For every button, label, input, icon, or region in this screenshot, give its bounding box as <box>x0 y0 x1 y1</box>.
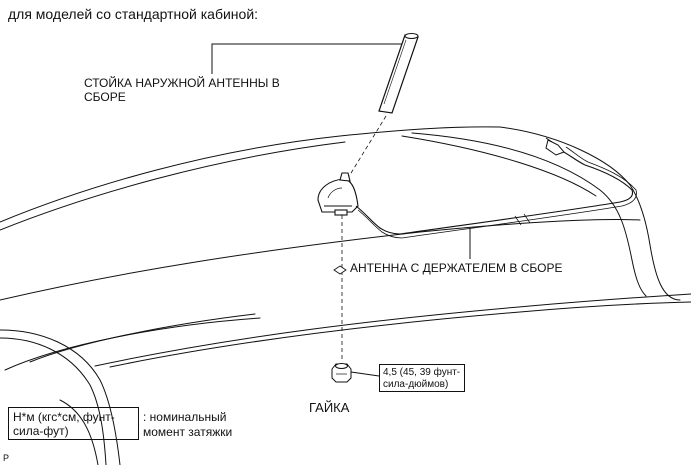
nut-part <box>331 363 352 383</box>
pillar-front <box>0 329 121 465</box>
roof-crease <box>109 301 691 368</box>
torque-spec-line1: 4,5 (45, 39 фунт- <box>383 367 461 378</box>
roof-rear-edge <box>0 219 641 301</box>
legend-desc-line1: : номинальный <box>143 410 227 424</box>
cable-connector <box>545 137 565 156</box>
legend-unit-line2: сила-фут) <box>13 424 69 438</box>
pillar-front-inner <box>0 337 107 465</box>
roof-side-edge <box>499 126 681 301</box>
legend-description: : номинальный момент затяжки <box>143 410 232 440</box>
door-line-2 <box>29 313 256 363</box>
roof-front-edge-inner <box>0 141 346 231</box>
legend-unit-line1: Н*м (кгс*см, фунт- <box>13 410 115 424</box>
antenna-mast <box>378 33 419 114</box>
rear-window-edge <box>401 135 597 197</box>
roof-crease-2 <box>94 293 691 367</box>
pillar-rear <box>59 399 99 465</box>
page-heading: для моделей со стандартной кабиной: <box>8 6 259 22</box>
roof-side-edge-inner <box>411 132 647 297</box>
torque-leader-line <box>350 371 380 377</box>
corner-mark: P <box>3 453 10 463</box>
legend-desc-line2: момент затяжки <box>143 425 233 439</box>
nut-label: ГАЙКА <box>309 400 350 415</box>
mast-leader-line <box>211 43 402 74</box>
torque-spec-box: 4,5 (45, 39 фунт- сила-дюймов) <box>379 364 465 392</box>
roof-front-edge <box>0 126 501 223</box>
holder-diamond-marker <box>333 265 347 275</box>
holder-label: АНТЕННА С ДЕРЖАТЕЛЕМ В СБОРЕ <box>350 261 563 275</box>
antenna-base <box>317 172 359 216</box>
legend-unit-box: Н*м (кгс*см, фунт- сила-фут) <box>8 407 139 440</box>
alignment-line <box>347 115 387 179</box>
antenna-cable <box>355 146 637 239</box>
torque-spec-line2: сила-дюймов) <box>383 379 449 390</box>
mast-label: СТОЙКА НАРУЖНОЙ АНТЕННЫ В СБОРЕ <box>84 76 280 104</box>
